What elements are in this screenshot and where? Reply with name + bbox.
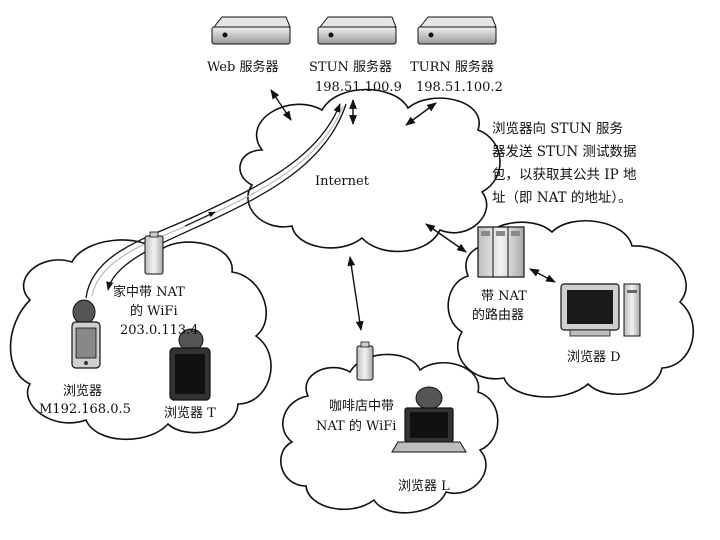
router-label-line2: 的路由器 [472, 308, 525, 323]
note-line-2: 器发送 STUN 测试数据 [492, 144, 637, 160]
note-line-1: 浏览器向 STUN 服务 [492, 121, 624, 137]
web-server-label: Web 服务器 [207, 60, 279, 75]
home-wifi-ip: 203.0.113.4 [120, 323, 199, 338]
note-line-4: 址（即 NAT 的地址）。 [492, 190, 632, 206]
turn-server-icon [417, 16, 497, 45]
browser-l-laptop-icon [391, 386, 467, 453]
router-label-line1: 带 NAT [481, 289, 527, 304]
stun-path-highlight [91, 105, 344, 297]
cafe-wifi-router-icon [356, 341, 374, 381]
stun-request-path [85, 103, 341, 299]
internet-cafe-arrow [347, 256, 364, 331]
home-wifi-label-line2: 的 WiFi [130, 304, 178, 319]
stun-server-icon [317, 16, 397, 45]
stun-explanation-note: 浏览器向 STUN 服务 器发送 STUN 测试数据 包，以获取其公共 IP 地… [492, 118, 662, 210]
turn-internet-arrow [405, 102, 437, 126]
home-wifi-router-icon [144, 231, 164, 275]
cafe-cloud [280, 353, 499, 514]
cafe-wifi-label-line2: NAT 的 WiFi [316, 419, 397, 434]
browser-t-label: 浏览器 T [164, 406, 216, 421]
internal-flow-arrow [184, 211, 216, 227]
internet-label: Internet [315, 174, 369, 189]
stun-server-label: STUN 服务器 [309, 60, 393, 75]
browser-m-device-icon [71, 299, 101, 369]
internet-cloud [239, 88, 501, 253]
browser-m-label: 浏览器 [63, 384, 103, 399]
router-browserd-arrow [529, 268, 556, 283]
cafe-wifi-label-line1: 咖啡店中带 [329, 399, 395, 414]
browser-d-label: 浏览器 D [567, 350, 621, 365]
web-server-icon [211, 16, 291, 45]
note-line-3: 包，以获取其公共 IP 地 [492, 167, 637, 183]
turn-server-ip: 198.51.100.2 [416, 80, 503, 95]
browser-l-label: 浏览器 L [398, 479, 450, 494]
home-wifi-label-line1: 家中带 NAT [113, 285, 185, 300]
browser-t-device-icon [169, 328, 211, 401]
browser-d-computer-icon [560, 283, 641, 337]
nat-router-icon [477, 226, 525, 278]
stun-response-path [106, 103, 347, 291]
internet-router-arrow [425, 223, 467, 253]
browser-m-ip: M192.168.0.5 [39, 402, 131, 417]
web-internet-arrow [270, 89, 292, 121]
turn-server-label: TURN 服务器 [410, 60, 494, 75]
stun-server-ip: 198.51.100.9 [315, 80, 402, 95]
